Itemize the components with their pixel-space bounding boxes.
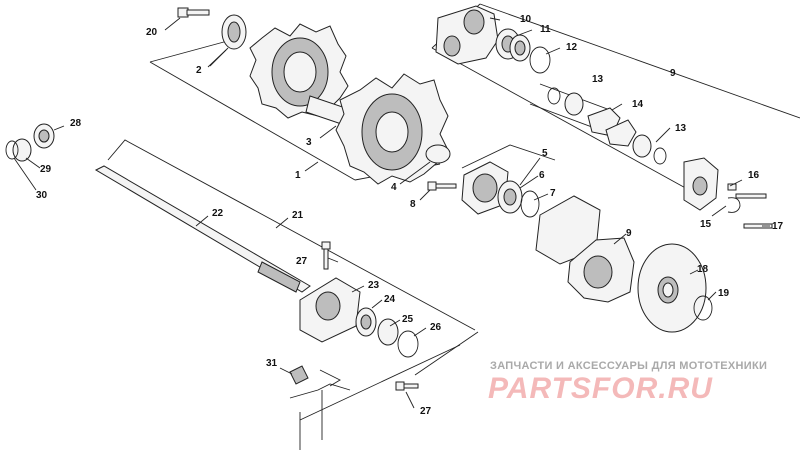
part-13-bearing-lower: [632, 134, 652, 158]
part-24-bearing: [355, 307, 377, 337]
callout-labels: 20 2 3 1 4 8 5 6 7 10 11 12 9 13 14 13 1…: [36, 14, 784, 417]
assembly-brackets: [107, 3, 800, 421]
callout-20: 20: [146, 27, 158, 38]
callout-19: 19: [718, 288, 730, 299]
callout-18: 18: [697, 264, 709, 275]
part-27-bolt-upper: [321, 241, 331, 270]
part-17-bolts: [727, 183, 773, 229]
part-22-jackshaft: [94, 165, 311, 293]
part-drive-sprocket-right: [335, 73, 451, 185]
part-8-bolt: [427, 181, 457, 191]
part-13-ring-upper: [547, 87, 561, 105]
callout-13-lower: 13: [675, 123, 687, 134]
callout-2: 2: [196, 65, 202, 76]
callout-1: 1: [295, 170, 301, 181]
part-28-bushing: [33, 123, 55, 149]
chassis-fragment: [289, 369, 351, 450]
callout-3: 3: [306, 137, 312, 148]
callout-24: 24: [384, 294, 396, 305]
callout-23: 23: [368, 280, 380, 291]
callout-5: 5: [542, 148, 548, 159]
callout-17: 17: [772, 221, 784, 232]
part-19-ring: [693, 295, 713, 321]
callout-7: 7: [550, 188, 556, 199]
callout-9-lower: 9: [626, 228, 632, 239]
leader-lines: [13, 17, 770, 409]
part-26-ring: [397, 330, 419, 358]
callout-6: 6: [539, 170, 545, 181]
part-15-clip: [727, 197, 741, 213]
watermark-logo: PARTSFOR.RU: [488, 372, 713, 405]
callout-26: 26: [430, 322, 442, 333]
callout-28: 28: [70, 118, 82, 129]
callout-27-lower: 27: [420, 406, 432, 417]
part-2-seal: [209, 14, 247, 67]
part-9-chaincase-lower: [567, 237, 635, 303]
part-9-chaincase-upper: [435, 5, 499, 65]
watermark-tagline: ЗАПЧАСТИ И АКСЕССУАРЫ ДЛЯ МОТОТЕХНИКИ: [490, 360, 768, 372]
part-25-seal: [377, 318, 399, 346]
part-drive-sprocket-left: [249, 23, 349, 119]
callout-10: 10: [520, 14, 532, 25]
callout-15: 15: [700, 219, 712, 230]
part-13-ring-lower: [653, 147, 667, 165]
part-6-bearing: [497, 180, 523, 214]
part-30-ring: [5, 140, 19, 160]
part-7-ring: [520, 190, 540, 218]
callout-30: 30: [36, 190, 48, 201]
callout-8: 8: [410, 199, 416, 210]
part-18-brake-disc: [637, 243, 707, 333]
part-29-seal: [12, 138, 32, 162]
part-16-chaincase-cover: [683, 157, 719, 211]
part-14-tensioner: [587, 107, 637, 147]
callout-25: 25: [402, 314, 414, 325]
callout-11: 11: [540, 24, 551, 35]
callout-31: 31: [266, 358, 278, 369]
callout-12: 12: [566, 42, 578, 53]
callout-13-upper: 13: [592, 74, 604, 85]
callout-27-upper: 27: [296, 256, 308, 267]
callout-14: 14: [632, 99, 644, 110]
part-31-clip: [289, 365, 309, 385]
part-12-ring: [529, 46, 551, 74]
part-27-bolt-lower: [395, 381, 419, 391]
callout-4: 4: [391, 182, 397, 193]
callout-22: 22: [212, 208, 224, 219]
part-23-bearing-flange: [299, 277, 361, 343]
callout-16: 16: [748, 170, 760, 181]
callout-29: 29: [40, 164, 52, 175]
part-20-bolt: [164, 7, 210, 31]
callout-9-upper: 9: [670, 68, 676, 79]
part-11-seal: [509, 34, 531, 62]
part-13-bearing-upper: [564, 92, 584, 116]
callout-21: 21: [292, 210, 304, 221]
